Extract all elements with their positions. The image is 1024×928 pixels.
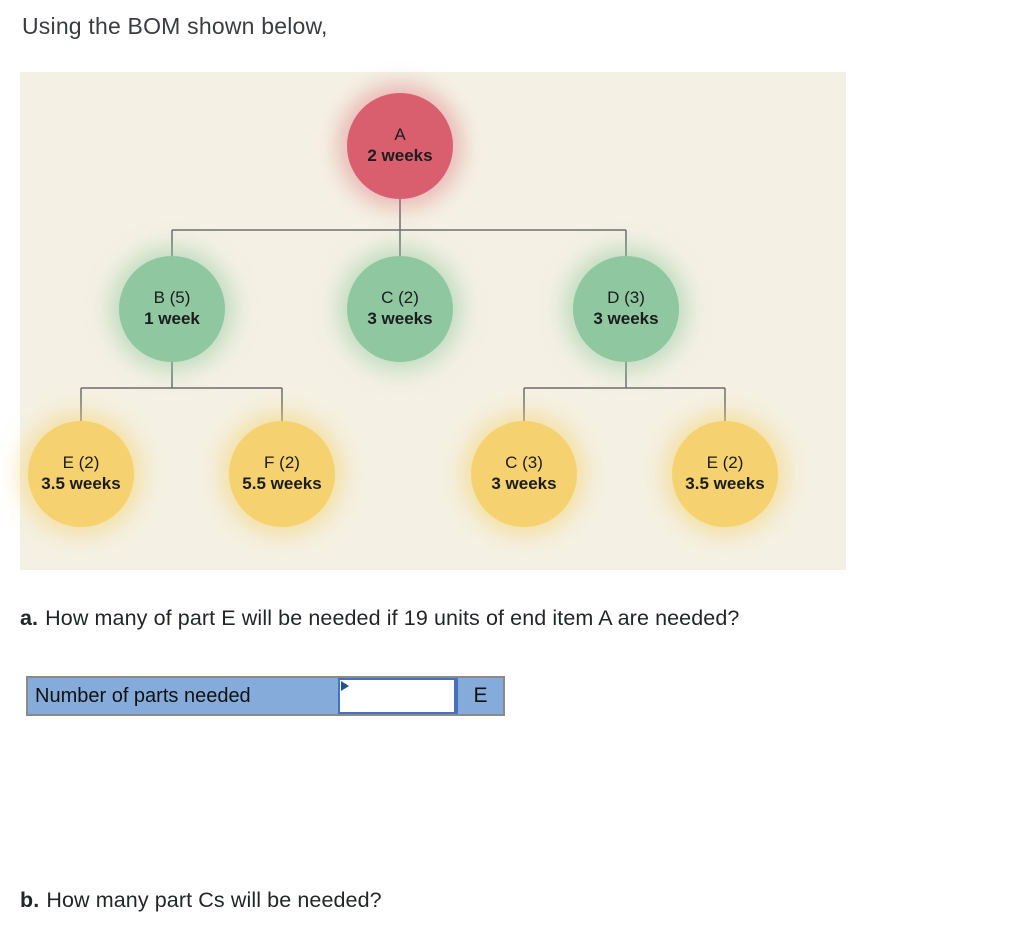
bom-node-part: C (2) bbox=[381, 287, 419, 307]
bom-node-C: C (2) 3 weeks bbox=[347, 256, 453, 362]
bom-node-leadtime: 3 weeks bbox=[367, 309, 433, 329]
question-a: a.How many of part E will be needed if 1… bbox=[20, 606, 739, 631]
question-a-text: How many of part E will be needed if 19 … bbox=[45, 606, 740, 630]
answer-row-label: Number of parts needed bbox=[35, 684, 251, 707]
bom-node-E-under-B: E (2) 3.5 weeks bbox=[28, 421, 134, 527]
bom-node-leadtime: 2 weeks bbox=[367, 146, 433, 166]
bom-node-B: B (5) 1 week bbox=[119, 256, 225, 362]
bom-node-part: E (2) bbox=[706, 452, 744, 472]
bom-node-D: D (3) 3 weeks bbox=[573, 256, 679, 362]
bom-node-part: C (3) bbox=[505, 452, 543, 472]
bom-node-E-under-D: E (2) 3.5 weeks bbox=[672, 421, 778, 527]
answer-input[interactable] bbox=[338, 678, 456, 714]
bom-node-part: F (2) bbox=[264, 452, 300, 472]
bom-node-A: A 2 weeks bbox=[347, 93, 453, 199]
question-a-prefix: a. bbox=[20, 606, 39, 630]
bom-connector-lines bbox=[80, 199, 726, 423]
answer-input-cell bbox=[338, 678, 456, 714]
answer-unit-label: E bbox=[456, 678, 503, 714]
page-title: Using the BOM shown below, bbox=[22, 13, 328, 39]
bom-node-part: E (2) bbox=[62, 452, 100, 472]
question-b-text: How many part Cs will be needed? bbox=[46, 888, 382, 912]
bom-node-leadtime: 3.5 weeks bbox=[41, 474, 121, 494]
bom-node-leadtime: 3.5 weeks bbox=[685, 474, 765, 494]
bom-node-F-under-B: F (2) 5.5 weeks bbox=[229, 421, 335, 527]
question-b: b.How many part Cs will be needed? bbox=[20, 888, 382, 913]
bom-node-leadtime: 3 weeks bbox=[593, 309, 659, 329]
bom-node-part: D (3) bbox=[607, 287, 645, 307]
bom-node-C-under-D: C (3) 3 weeks bbox=[471, 421, 577, 527]
bom-node-leadtime: 1 week bbox=[144, 309, 200, 329]
bom-node-part: A bbox=[394, 124, 406, 144]
bom-node-leadtime: 3 weeks bbox=[491, 474, 557, 494]
answer-row: Number of parts needed E bbox=[26, 676, 505, 716]
bom-diagram: A 2 weeks B (5) 1 week C (2) 3 weeks D (… bbox=[20, 72, 846, 570]
bom-node-leadtime: 5.5 weeks bbox=[242, 474, 322, 494]
question-b-prefix: b. bbox=[20, 888, 40, 912]
bom-node-part: B (5) bbox=[153, 287, 191, 307]
